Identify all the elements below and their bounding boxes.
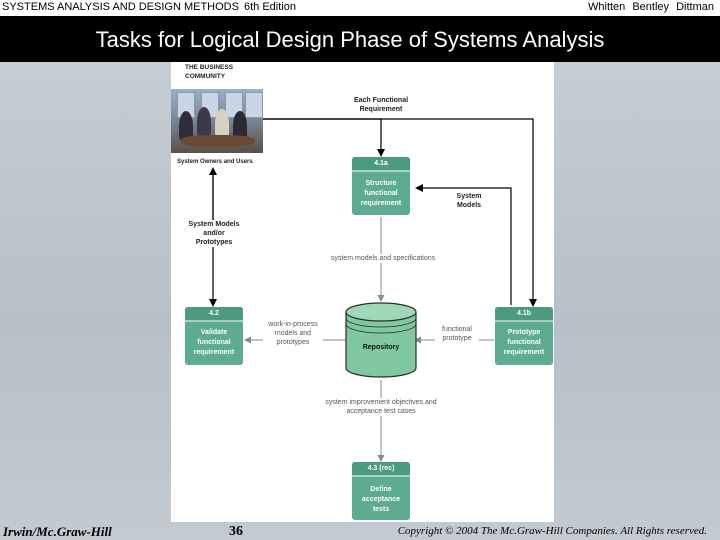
page-number: 36: [229, 524, 243, 539]
authors: Whitten Bentley Dittman: [588, 1, 714, 13]
title-bar: [0, 16, 720, 62]
objectives-tests-label: system improvement objectives and accept…: [321, 398, 441, 416]
task-43-label: Define acceptance tests: [361, 486, 401, 513]
business-community-label: THE BUSINESS COMMUNITY: [185, 64, 234, 80]
task-43-id: 4.3 (rec): [367, 465, 395, 472]
arrow-models-to-41a: [415, 184, 512, 305]
system-models-prototypes-label: System Models and/or Prototypes: [187, 220, 241, 247]
diagram-lines: [185, 118, 553, 520]
task-42-id: 4.2: [209, 310, 219, 317]
task-41a-label: Structure functional requirement: [360, 180, 402, 207]
arrow-requirement-to-41a: [263, 118, 385, 157]
task-41b-box: [495, 307, 553, 365]
book-title: SYSTEMS ANALYSIS AND DESIGN METHODS 6th E…: [2, 1, 296, 13]
repository-cylinder: [345, 302, 417, 378]
publisher: Irwin/Mc.Graw-Hill: [3, 524, 112, 539]
book-title-text: SYSTEMS ANALYSIS AND DESIGN METHODS: [2, 1, 239, 13]
system-models-label: System Models: [456, 193, 482, 209]
edition-text: 6th Edition: [243, 1, 296, 13]
header-bar: [0, 0, 720, 16]
each-functional-requirement-label: Each Functional Requirement: [353, 97, 409, 113]
repository-label: Repository: [362, 344, 400, 351]
slide-title: Tasks for Logical Design Phase of System…: [95, 27, 605, 52]
task-41b-label: Prototype functional requirement: [503, 329, 545, 356]
task-42-box: [185, 307, 243, 365]
task-41a-box: [352, 157, 410, 215]
functional-prototype-label: functional prototype: [435, 325, 479, 343]
business-community-photo: [171, 89, 263, 153]
arrow-community-to-41b: [263, 118, 537, 307]
system-owners-label: System Owners and Users: [177, 159, 253, 165]
work-in-process-label: work-in-process models and prototypes: [263, 320, 323, 347]
task-41b-id: 4.1b: [516, 310, 531, 317]
logical-design-diagram: THE BUSINESS COMMUNITY System Owners and…: [171, 62, 554, 522]
task-43-box: [352, 462, 410, 520]
task-41a-id: 4.1a: [374, 160, 388, 167]
task-42-label: Validate functional requirement: [193, 329, 235, 356]
copyright: Copyright © 2004 The Mc.Graw-Hill Compan…: [397, 525, 707, 537]
system-models-specs-label: system models and specifications: [321, 254, 445, 263]
